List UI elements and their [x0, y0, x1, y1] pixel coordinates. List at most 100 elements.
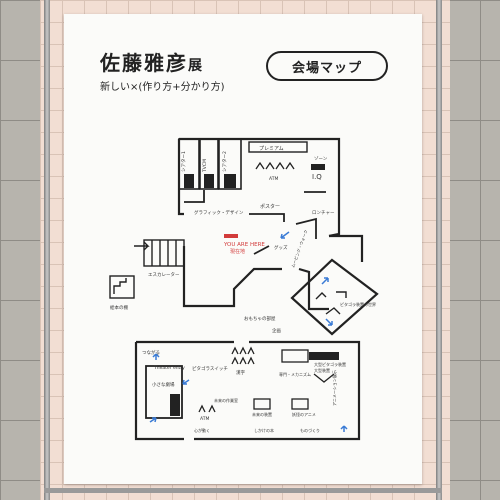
exhibit-title-suffix: 展	[188, 58, 204, 74]
small-theater-room	[145, 365, 183, 419]
room-tvcm	[199, 138, 219, 190]
curtain-block	[224, 174, 236, 188]
theater-curtain	[170, 394, 180, 416]
room-theater1	[178, 138, 200, 190]
label-premium: プレミアム	[259, 146, 284, 152]
exhibit-box	[281, 349, 309, 363]
direction-arrow-icon	[149, 417, 157, 423]
wall-segment	[329, 234, 364, 262]
label-pythagora-switch: ピタゴラスイッチ	[192, 365, 228, 372]
label-zensen: 専門・メカニズム	[279, 371, 311, 377]
label-mirai-room: 未来の作業室	[214, 397, 238, 403]
exhibit-shape	[325, 307, 341, 315]
direction-arrow-icon	[280, 231, 290, 239]
wall-segment	[194, 340, 361, 441]
booth-row	[231, 346, 255, 355]
exhibit-box	[291, 398, 309, 410]
label-anime-tenji: アニメーション展示	[331, 370, 337, 406]
label-poster: ポスター	[260, 203, 280, 210]
lower-booths	[198, 346, 335, 413]
direction-arrow-icon	[340, 425, 348, 432]
label-yokai-anime: 妖怪のアニメ	[292, 411, 316, 417]
label-small-theater: 小さな劇場	[152, 381, 175, 388]
label-graphic-design: グラフィック・デザイン	[194, 209, 244, 216]
booth-row	[231, 356, 255, 365]
stand-frame-right	[436, 0, 442, 500]
partition	[253, 245, 270, 255]
label-future-device: 未来の装置	[252, 411, 272, 417]
diamond-exhibits	[315, 291, 347, 315]
stairs-box	[109, 275, 135, 299]
label-theater2: シアター2	[221, 151, 228, 172]
curtains	[184, 174, 236, 188]
partition	[249, 213, 285, 222]
exhibit-subtitle: 新しい×(作り方+分かり方)	[100, 82, 225, 93]
label-atm-lower: ATM	[200, 416, 209, 422]
direction-arrow-icon	[152, 353, 160, 360]
exhibit-title: 佐藤雅彦展	[100, 47, 204, 76]
interior-partitions	[184, 190, 326, 255]
curtain-block	[204, 174, 214, 188]
exhibition-poster: 佐藤雅彦展 新しい×(作り方+分かり方) 会場マップ	[64, 14, 422, 484]
label-tsunagu: つながる	[142, 349, 160, 356]
label-mono: ものづくり	[300, 427, 320, 433]
label-kanji: 漢字	[236, 369, 245, 376]
lower-direction-arrows	[149, 353, 348, 432]
escalator-arrow-icon	[134, 241, 150, 251]
label-atm-upper: ATM	[269, 176, 278, 182]
label-ex-pythagora: 大型ピタゴラ装置	[314, 361, 346, 367]
exhibit-shape	[315, 292, 327, 300]
iq-marker	[311, 164, 325, 170]
wall-segment	[182, 246, 282, 308]
escalator-body	[143, 239, 185, 267]
stand-frame-left	[44, 0, 50, 500]
diamond-room	[290, 258, 379, 336]
label-tvcm: TVCM	[202, 159, 208, 173]
label-theater1: シアター1	[180, 151, 187, 172]
curtain-block	[184, 174, 194, 188]
lower-floor-walls	[134, 340, 361, 441]
direction-arrow-icon	[325, 318, 333, 326]
atm-lower-booths	[198, 404, 216, 413]
upper-direction-arrows	[280, 231, 333, 326]
exhibit-box	[253, 398, 271, 410]
label-kokoro: 心が動く	[194, 427, 210, 433]
theater-rooms	[178, 138, 242, 190]
venue-map-badge: 会場マップ	[266, 51, 388, 81]
direction-arrow-icon	[321, 277, 329, 285]
you-are-here-marker	[224, 234, 238, 238]
label-pythagora-device: ピタゴラ装置の世界	[340, 301, 376, 307]
label-picture-books: 絵本の棚	[110, 304, 128, 311]
stairs-steps	[113, 278, 127, 294]
wall-segment	[298, 267, 329, 311]
booth-shapes	[255, 161, 295, 170]
escalator	[143, 239, 185, 267]
stand-frame-bottom	[44, 488, 442, 493]
label-theater-entry: Theater entry	[153, 365, 185, 371]
partition	[184, 190, 205, 203]
direction-arrow-icon	[182, 379, 190, 385]
label-moving-sidewalk: ムービング・ウォーク	[289, 229, 308, 269]
wall-segment	[179, 137, 341, 238]
current-location-label: 現在地	[230, 248, 245, 255]
label-goods: グッズ	[274, 244, 288, 251]
room-theater2	[218, 138, 242, 190]
premium-room	[248, 141, 308, 153]
floor-plan-map: YOU ARE HERE 現在地	[109, 137, 379, 441]
label-plan: 企画	[272, 327, 281, 334]
exhibit-title-name: 佐藤雅彦	[100, 51, 188, 75]
wall-segment	[134, 342, 184, 441]
exhibit-shape	[313, 373, 335, 383]
you-are-here-label: YOU ARE HERE	[223, 242, 265, 248]
label-ex-chou: 大型装置	[314, 367, 330, 373]
label-iq: I.Q	[312, 173, 322, 181]
label-toy-room: おもちゃの部屋	[244, 315, 276, 322]
label-zone: ゾーン	[314, 156, 328, 162]
atm-upper-booths	[255, 161, 295, 170]
black-exhibit-block	[309, 352, 339, 360]
label-escalator: エスカレーター	[148, 271, 180, 278]
stairs-icon	[109, 275, 135, 299]
exhibit-shape	[336, 291, 347, 298]
label-lincher: ロンチャー	[312, 210, 335, 216]
label-shikake: しかけの本	[254, 427, 274, 433]
